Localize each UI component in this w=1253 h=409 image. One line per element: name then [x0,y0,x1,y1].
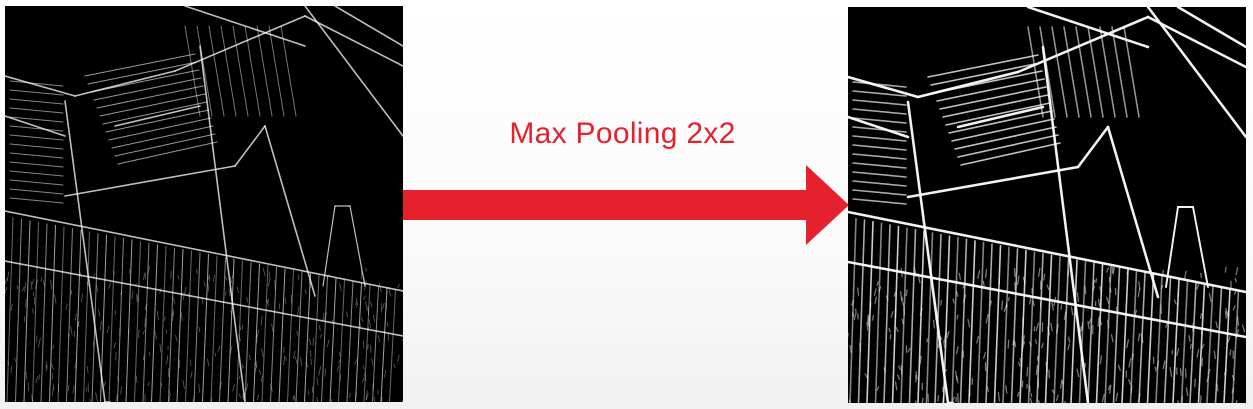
input-image [5,6,403,402]
operation-label: Max Pooling 2x2 [509,117,736,150]
staircase-edge-image-icon [5,6,403,402]
staircase-pooled-image-icon [848,7,1246,403]
right-arrow-icon [403,165,849,245]
arrow-shape [403,165,849,245]
output-image [848,7,1246,403]
